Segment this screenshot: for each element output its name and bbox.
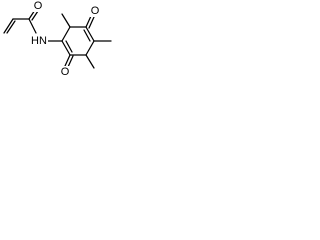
molecule-structure: O HN O O xyxy=(3,0,112,78)
bond-methyl-top xyxy=(61,13,71,28)
amide-nitrogen-bg xyxy=(30,35,48,47)
amide-nitrogen-label: HN xyxy=(31,35,47,47)
bond-top-carbonyl-a xyxy=(85,15,92,28)
amide-oxygen-label: O xyxy=(34,0,43,12)
bond-vinyl-terminal-double xyxy=(6,20,16,34)
bond-top-carbonyl-b xyxy=(88,16,95,29)
bond-ring-c4-c5 xyxy=(85,40,95,56)
ring-oxygen-bottom-bg xyxy=(60,66,70,77)
bond-bottom-carbonyl-b xyxy=(67,55,74,68)
amide-oxygen-bg xyxy=(33,1,43,12)
bond-ring-c3-c4 xyxy=(85,26,95,42)
bond-bottom-carbonyl-a xyxy=(64,54,71,67)
bond-vinyl-terminal xyxy=(3,18,14,34)
bond-ring-c6-c1 xyxy=(61,40,71,56)
ring-oxygen-top-bg xyxy=(90,6,100,17)
ring-oxygen-top-label: O xyxy=(91,5,100,17)
bond-carbonyl-double-b xyxy=(31,10,39,21)
bond-ring-double-right xyxy=(83,29,91,42)
ring-oxygen-bottom-label: O xyxy=(61,66,70,78)
bond-ring-c1-c2 xyxy=(61,26,71,42)
bond-methyl-bottom xyxy=(85,54,95,69)
bond-ring-double-left xyxy=(65,40,73,53)
bond-carbonyl-nitrogen xyxy=(28,18,37,34)
